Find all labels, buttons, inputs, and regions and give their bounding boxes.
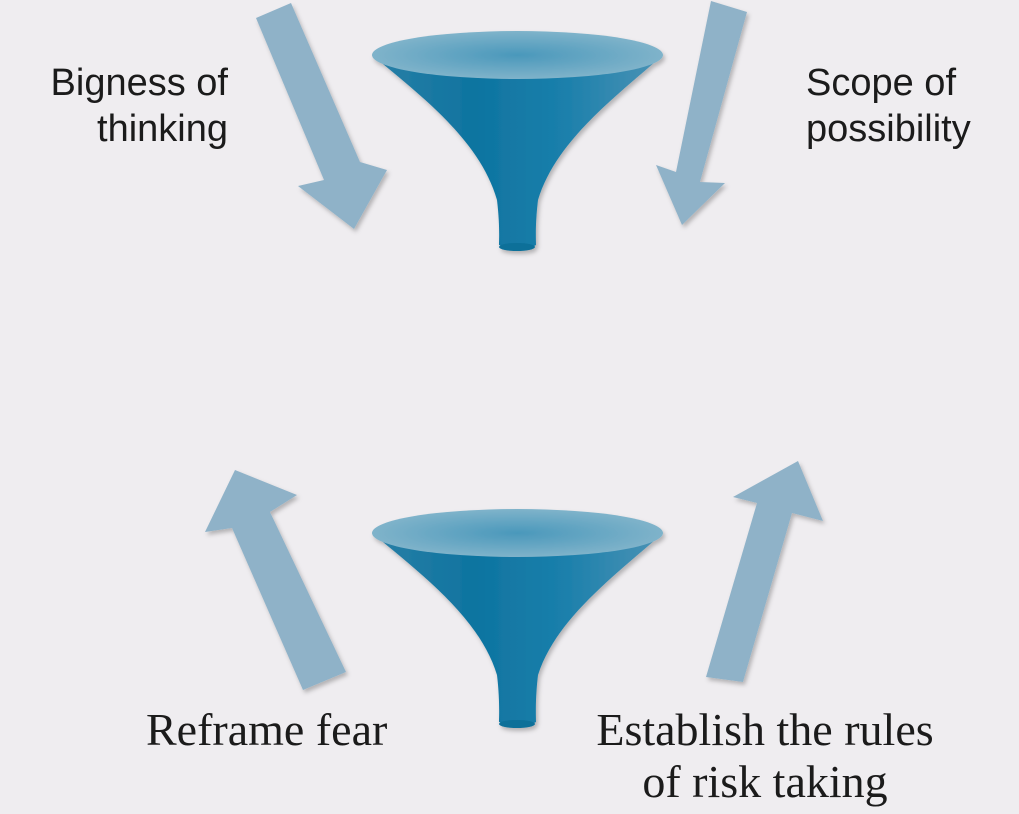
top-funnel (372, 31, 663, 251)
top-left-label-line1: Bigness of (50, 62, 228, 104)
bottom-left-label-line1: Reframe fear (146, 704, 388, 755)
bottom-right-arrow (706, 461, 823, 682)
bottom-right-label-line1: Establish the rules (596, 704, 934, 755)
top-right-arrow (656, 1, 747, 225)
top-left-label-line2: thinking (97, 108, 228, 150)
bottom-right-label-line2: of risk taking (642, 756, 888, 807)
top-right-label: Scope of possibility (806, 60, 1016, 152)
bottom-funnel (372, 509, 663, 728)
top-right-label-line1: Scope of (806, 62, 956, 104)
top-right-label-line2: possibility (806, 108, 971, 150)
top-left-arrow (256, 3, 387, 229)
bottom-left-arrow (205, 470, 346, 690)
top-left-label: Bigness of thinking (6, 60, 228, 152)
bottom-right-label: Establish the rules of risk taking (560, 704, 970, 808)
bottom-left-label: Reframe fear (146, 704, 387, 756)
